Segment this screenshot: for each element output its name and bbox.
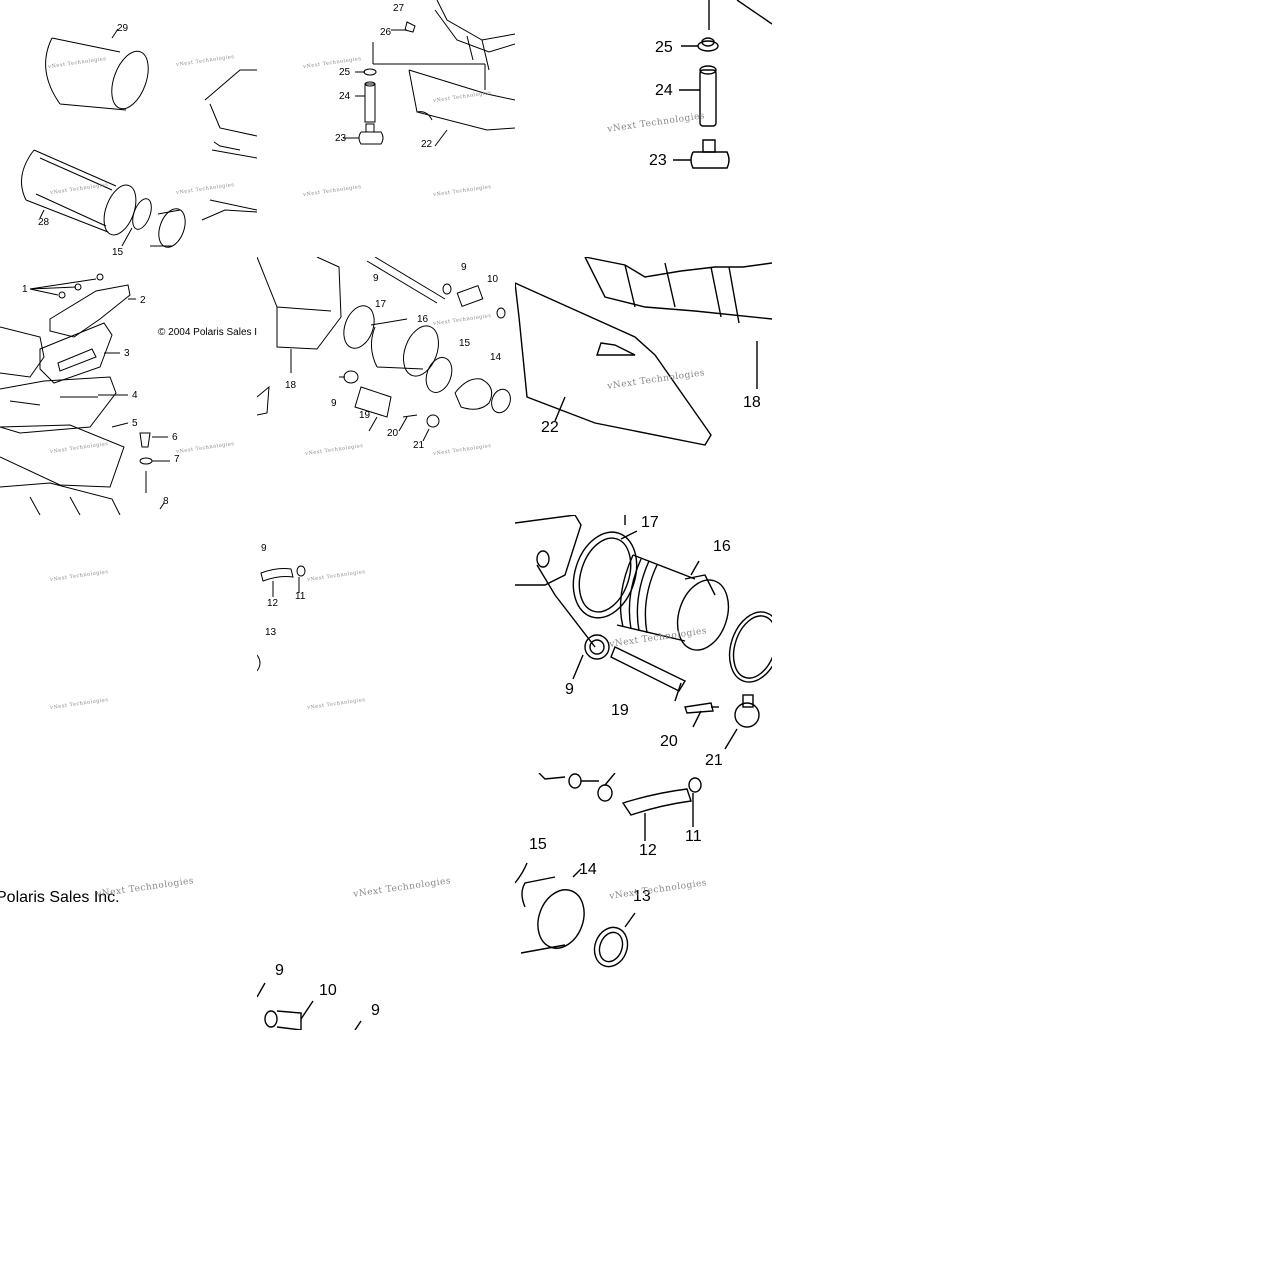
part-label-16: 16 [417, 314, 429, 325]
part-label-28: 28 [38, 217, 50, 228]
part-label-9: 9 [461, 262, 467, 273]
part-label-26: 26 [380, 27, 392, 38]
tile-air-filter: 29 28 15 vNext Technologies vNext Techno… [0, 0, 257, 257]
part-label-12: 12 [639, 842, 657, 859]
part-label-16: 16 [713, 538, 731, 555]
part-label-9: 9 [373, 273, 379, 284]
part-label-14: 14 [579, 861, 597, 878]
part-label-11: 11 [295, 591, 306, 602]
part-label-9: 9 [275, 962, 284, 979]
part-label-1: 1 [22, 284, 28, 295]
part-label-22: 22 [421, 139, 433, 150]
tile-hose-cone-zoom: 12 11 15 14 13 vNext Technologies [515, 773, 772, 1030]
intake-zoom-drawing [515, 515, 772, 750]
part-label-24: 24 [339, 91, 351, 102]
tile-hose-small: 9 12 11 13 vNext Technologies vNext Tech… [257, 515, 515, 773]
part-label-2: 2 [140, 295, 146, 306]
part-label-15: 15 [112, 247, 124, 258]
part-label-9: 9 [371, 1002, 380, 1019]
part-label-20: 20 [387, 428, 399, 439]
tile-intake-zoom: 17 16 9 19 20 21 vNext Technologies [515, 515, 772, 773]
part-label-10: 10 [487, 274, 499, 285]
part-label-9: 9 [261, 543, 267, 554]
intake-assembly-drawing [257, 257, 511, 442]
gasket-zoom-drawing [515, 257, 772, 446]
part-label-27: 27 [393, 3, 405, 14]
part-label-24: 24 [655, 82, 673, 99]
part-label-3: 3 [124, 348, 130, 359]
part-label-5: 5 [132, 418, 138, 429]
part-label-20: 20 [660, 733, 678, 750]
part-label-15: 15 [459, 338, 471, 349]
part-label-23: 23 [335, 133, 347, 144]
part-label-8: 8 [163, 496, 169, 507]
watermark: vNext Technologies [49, 568, 109, 584]
part-label-9: 9 [331, 398, 337, 409]
part-label-29: 29 [117, 23, 129, 34]
part-label-13: 13 [265, 627, 277, 638]
part-label-14: 14 [490, 352, 502, 363]
part-label-18: 18 [743, 394, 761, 411]
part-label-25: 25 [339, 67, 351, 78]
part-label-10: 10 [319, 982, 337, 999]
tile-tube-zoom: 9 10 9 vNext Technologies [257, 773, 515, 1030]
part-label-21: 21 [705, 752, 723, 769]
air-filter-drawing [21, 28, 257, 248]
copyright-notice: © 2004 Polaris Sales Inc. [158, 327, 257, 338]
copyright-notice: Polaris Sales Inc. [0, 889, 120, 906]
hose-cone-zoom-drawing [515, 773, 702, 968]
drain-tube-drawing [343, 0, 515, 147]
part-label-17: 17 [375, 299, 387, 310]
cover-parts-drawing [0, 273, 170, 515]
part-label-7: 7 [174, 454, 180, 465]
part-label-18: 18 [285, 380, 297, 391]
part-label-19: 19 [611, 702, 629, 719]
part-label-9: 9 [565, 681, 574, 698]
tile-blank-left: vNext Technologies vNext Technologies [0, 515, 257, 773]
hose-small-drawing [257, 565, 306, 672]
tile-intake-assembly: 9 9 10 17 16 15 14 18 9 19 20 21 vNext T… [257, 257, 515, 515]
part-label-11: 11 [685, 828, 702, 845]
tile-gasket-zoom: 18 22 vNext Technologies [515, 257, 772, 515]
part-label-13: 13 [633, 888, 651, 905]
part-label-25: 25 [655, 39, 673, 56]
part-label-15: 15 [529, 836, 547, 853]
part-label-6: 6 [172, 432, 178, 443]
watermark: vNext Technologies [49, 696, 109, 712]
tile-blank-bottom-left: Polaris Sales Inc. vNext Technologies [0, 773, 257, 1030]
watermark: vNext Technologies [95, 876, 195, 900]
part-label-19: 19 [359, 410, 371, 421]
part-label-21: 21 [413, 440, 425, 451]
tube-zoom-drawing [257, 982, 362, 1030]
tile-cover-parts: 1 2 3 4 5 6 7 8 © 2004 Polaris Sales Inc… [0, 257, 257, 515]
part-label-4: 4 [132, 390, 138, 401]
drain-tube-zoom-drawing [673, 0, 772, 169]
tile-drain-tube-zoom: 25 24 23 vNext Technologies [515, 0, 772, 257]
part-label-22: 22 [541, 419, 559, 436]
part-label-23: 23 [649, 152, 667, 169]
part-label-12: 12 [267, 598, 279, 609]
part-label-17: 17 [641, 515, 659, 531]
tile-drain-tube: 27 26 25 24 23 22 vNext Technologies vNe… [257, 0, 515, 257]
